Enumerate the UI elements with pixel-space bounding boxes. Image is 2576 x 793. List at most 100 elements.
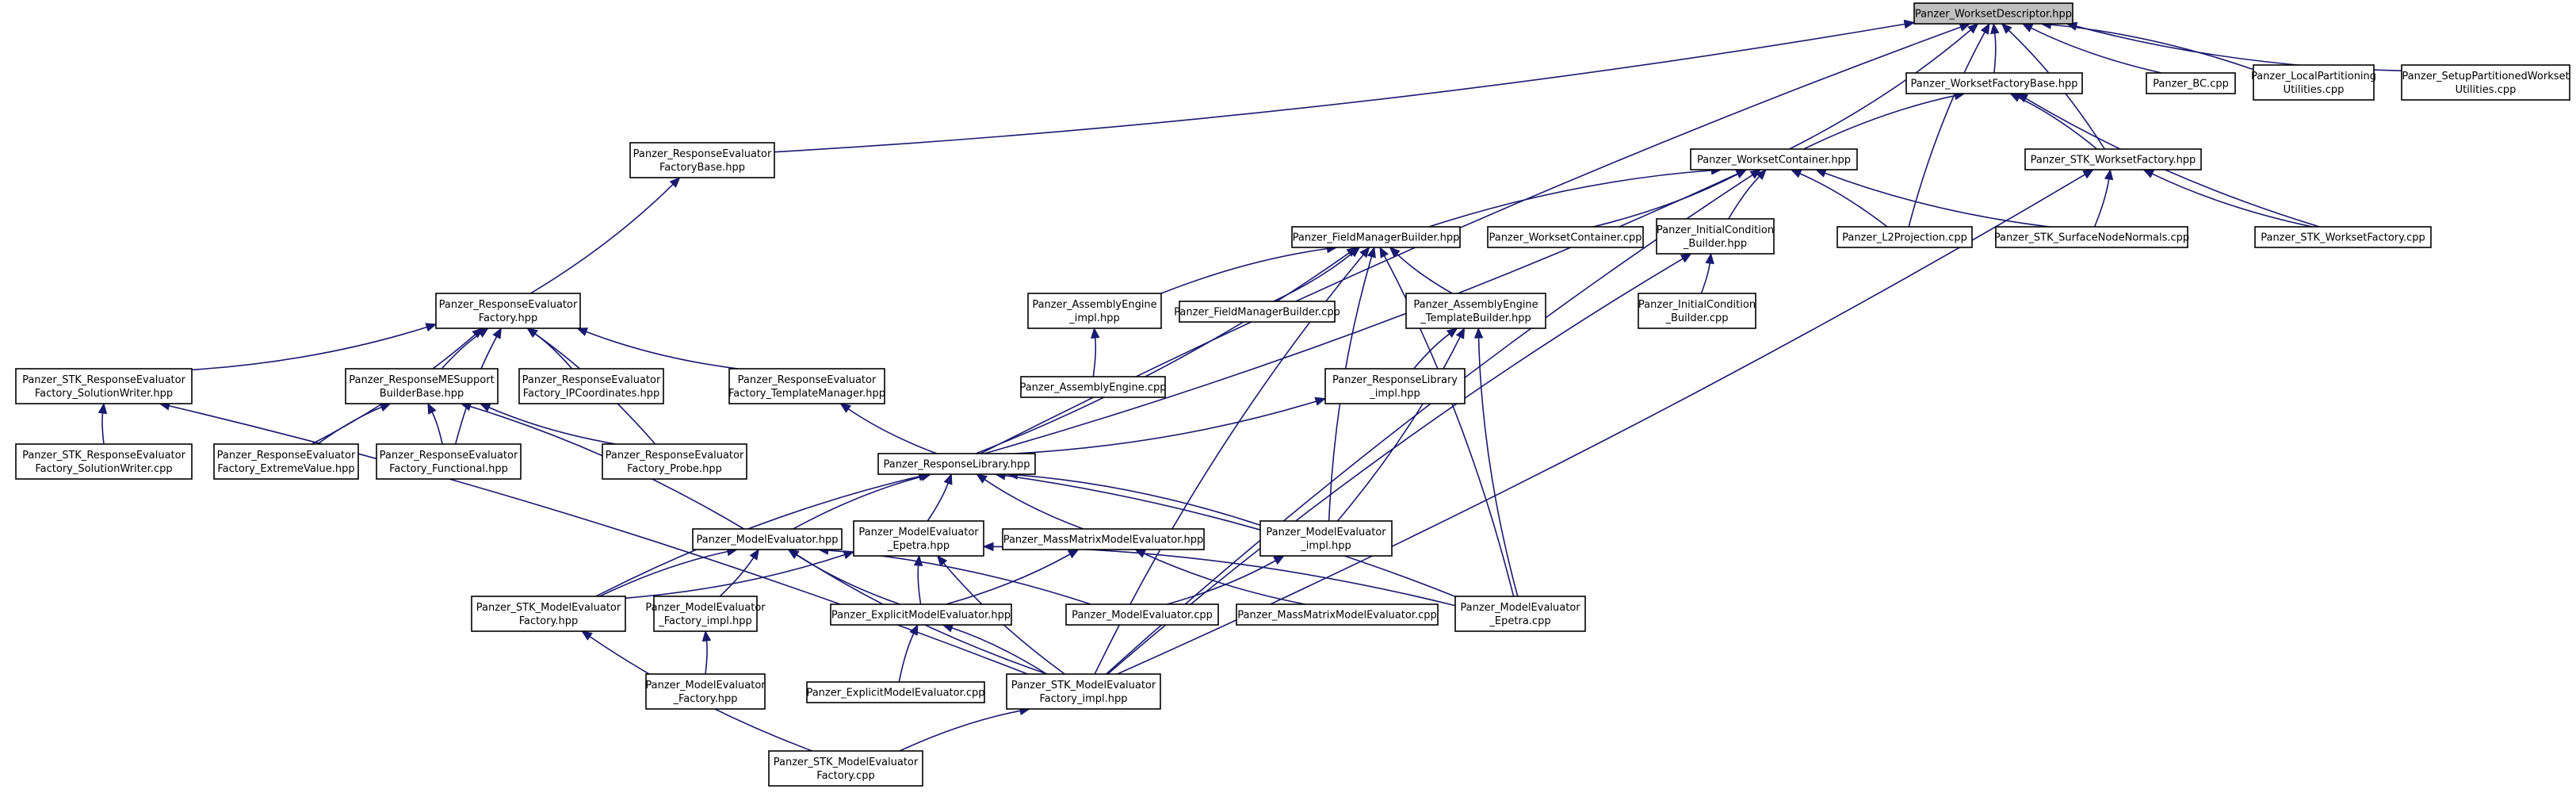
node-label: Panzer_ResponseEvaluator [217,450,356,462]
node-box [1905,72,2083,94]
dependency-edge [898,623,919,683]
node-box [830,603,1012,626]
file-node-mef[interactable]: Panzer_ModelEvaluator_Factory.hpp [645,673,766,710]
node-label: _TemplateBuilder.hpp [1420,312,1531,324]
file-node-fmbcpp[interactable]: Panzer_FieldManagerBuilder.cpp [1174,301,1340,323]
dependency-edge [625,550,855,600]
edge-line [169,404,1028,675]
node-label: Factory_SolutionWriter.hpp [35,388,173,400]
edge-line [796,554,900,605]
node-box [1656,218,1775,255]
file-node-root[interactable]: Panzer_WorksetDescriptor.hpp [1913,2,2073,25]
file-node-meecpp[interactable]: Panzer_ModelEvaluator_Epetra.cpp [1454,596,1586,632]
file-node-wc[interactable]: Panzer_WorksetContainer.hpp [1690,148,1858,170]
node-label: Factory_SolutionWriter.cpp [35,463,172,475]
edge-line [917,565,922,605]
file-node-rl[interactable]: Panzer_ResponseLibrary.hpp [877,453,1036,475]
node-label: Panzer_L2Projection.cpp [1842,232,1967,244]
file-node-stkwfcpp[interactable]: Panzer_STK_WorksetFactory.cpp [2254,226,2432,248]
file-node-reff[interactable]: Panzer_ResponseEvaluatorFactory_Function… [376,443,522,480]
edge-arrowhead [2001,23,2012,34]
node-label: Panzer_STK_ResponseEvaluator [22,450,186,462]
edge-line [1117,174,2085,675]
edge-line [1015,400,1317,454]
node-label: Panzer_ModelEvaluator [1266,527,1386,538]
file-node-aecpp[interactable]: Panzer_AssemblyEngine.cpp [1019,376,1167,398]
edge-arrowhead [2021,23,2034,33]
node-label: _Factory_impl.hpp [658,615,752,627]
file-node-mecpp[interactable]: Panzer_ModelEvaluator.cpp [1065,603,1219,626]
file-node-wfb[interactable]: Panzer_WorksetFactoryBase.hpp [1905,72,2083,94]
node-label: Utilities.cpp [2456,84,2517,96]
dependency-edge [576,328,738,370]
edge-arrowhead [1067,549,1080,559]
dependency-edge [1473,327,1519,597]
file-node-snn[interactable]: Panzer_STK_SurfaceNodeNormals.cpp [1994,226,2189,248]
node-label: Panzer_ResponseEvaluator [439,299,578,311]
file-node-refev[interactable]: Panzer_ResponseEvaluatorFactory_ExtremeV… [213,443,359,480]
file-node-eme[interactable]: Panzer_ExplicitModelEvaluator.hpp [830,603,1012,626]
node-label: Panzer_AssemblyEngine [1413,299,1538,311]
edge-arrowhead [787,549,800,559]
node-label: Panzer_ModelEvaluator.cpp [1072,610,1213,622]
edge-arrowhead [1273,555,1285,565]
edge-line [2018,97,2098,150]
node-label: _Builder.hpp [1683,238,1747,250]
node-box [2253,64,2375,101]
file-node-rli[interactable]: Panzer_ResponseLibrary_impl.hpp [1324,368,1466,404]
file-node-fmb[interactable]: Panzer_FieldManagerBuilder.hpp [1291,226,1461,248]
file-node-stkrefsw[interactable]: Panzer_STK_ResponseEvaluatorFactory_Solu… [15,368,193,404]
file-node-stkwf[interactable]: Panzer_STK_WorksetFactory.hpp [2024,148,2202,170]
edge-line [1728,176,1760,220]
edge-arrowhead [749,548,759,561]
file-node-icbcpp[interactable]: Panzer_InitialCondition_Builder.cpp [1638,293,1756,329]
node-label: _impl.hpp [1369,388,1420,400]
file-node-l2[interactable]: Panzer_L2Projection.cpp [1836,226,1973,248]
edge-line [951,627,1047,675]
file-node-icb[interactable]: Panzer_InitialCondition_Builder.hpp [1656,218,1775,255]
dependency-edge [1789,23,1979,150]
file-node-bc[interactable]: Panzer_BC.cpp [2146,72,2236,94]
edge-line [1336,336,1461,522]
file-node-refp[interactable]: Panzer_ResponseEvaluatorFactory_Probe.hp… [602,443,747,480]
edge-line [2031,27,2162,74]
node-box [1179,301,1336,323]
edge-arrowhead [379,403,392,412]
file-node-mefi[interactable]: Panzer_ModelEvaluator_Factory_impl.hpp [645,596,766,632]
node-label: Panzer_FieldManagerBuilder.cpp [1174,307,1340,319]
file-node-mmmecpp[interactable]: Panzer_MassMatrixModelEvaluator.cpp [1236,603,1439,626]
file-node-aetb[interactable]: Panzer_AssemblyEngine_TemplateBuilder.hp… [1405,293,1546,329]
file-node-mmme[interactable]: Panzer_MassMatrixModelEvaluator.hpp [1002,528,1205,550]
node-box [1913,2,2073,25]
node-box [728,368,885,404]
file-node-refipc[interactable]: Panzer_ResponseEvaluatorFactory_IPCoordi… [518,368,664,404]
dependency-edge [441,328,489,370]
file-node-emecpp[interactable]: Panzer_ExplicitModelEvaluator.cpp [806,681,985,703]
file-node-aei[interactable]: Panzer_AssemblyEngine_impl.hpp [1027,293,1162,329]
edge-arrowhead [472,328,483,339]
file-node-mei[interactable]: Panzer_ModelEvaluator_impl.hpp [1259,520,1393,557]
file-node-stkrefswcpp[interactable]: Panzer_STK_ResponseEvaluatorFactory_Solu… [15,443,193,480]
file-node-reftm[interactable]: Panzer_ResponseEvaluatorFactory_Template… [728,368,885,404]
file-node-me[interactable]: Panzer_ModelEvaluator.hpp [692,528,843,550]
file-node-wccpp[interactable]: Panzer_WorksetContainer.cpp [1487,226,1644,248]
dependency-edge [1160,244,1338,294]
dependency-edge [1814,169,2050,228]
edge-arrowhead [1473,327,1484,339]
node-label: Panzer_ResponseLibrary.hpp [883,459,1030,471]
edge-line [2025,98,2320,228]
node-label: _Epetra.hpp [887,540,950,552]
edge-arrowhead [839,403,851,413]
file-node-mee[interactable]: Panzer_ModelEvaluator_Epetra.hpp [853,520,984,557]
node-label: Factory_TemplateManager.hpp [728,388,885,400]
file-node-spwu[interactable]: Panzer_SetupPartitionedWorksetUtilities.… [2401,64,2570,101]
file-node-stkmefi[interactable]: Panzer_STK_ModelEvaluatorFactory_impl.hp… [1006,673,1161,710]
edge-arrowhead [1389,247,1401,258]
edge-arrowhead [909,623,919,636]
